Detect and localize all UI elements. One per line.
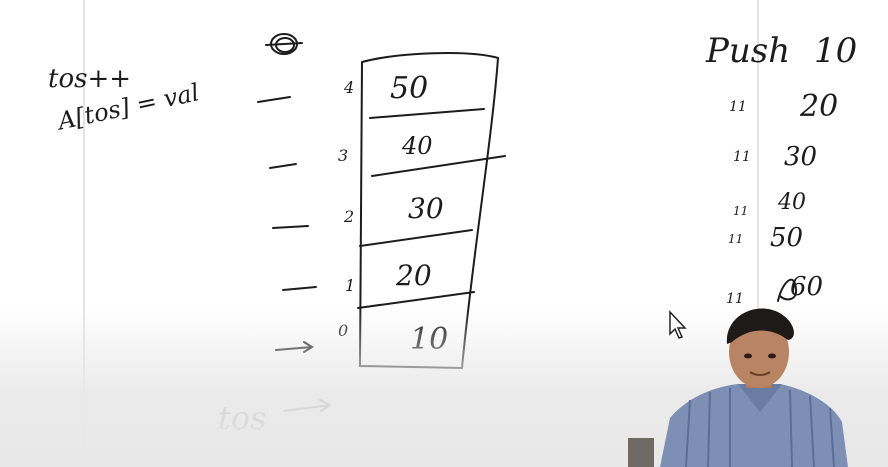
board-guide-line-right: [757, 0, 759, 467]
stack-index: 3: [338, 146, 349, 165]
stack-cell-value: 10: [410, 322, 449, 357]
push-row-val: 30: [784, 142, 818, 172]
stack-index: 0: [338, 321, 349, 340]
note-tos-increment: tos++: [48, 64, 132, 94]
tos-arrow: [283, 399, 332, 412]
push-row-val: 60: [790, 272, 824, 302]
push-row-val: 50: [770, 223, 804, 253]
push-row-val: 40: [778, 190, 806, 215]
push-row-op: 11: [726, 291, 744, 307]
board-guide-line-left: [83, 0, 85, 467]
stack-divider-4: [369, 108, 485, 119]
stack-divider-1: [357, 291, 475, 309]
scribble-circle-icon: [265, 33, 303, 55]
tick-2: [272, 225, 309, 229]
stack-cell-value: 30: [408, 192, 444, 225]
stack-cell-value: 20: [396, 259, 432, 292]
stack-index: 2: [344, 207, 355, 226]
stack-divider-2: [359, 229, 473, 247]
tick-0: [275, 341, 314, 353]
stack-cell-value: 40: [402, 132, 433, 160]
stack-index: 1: [345, 276, 356, 295]
stack-cell-value: 50: [390, 71, 429, 106]
tick-4: [257, 96, 291, 103]
tos-pointer-label: tos: [218, 399, 267, 437]
push-row-op: 11: [733, 204, 749, 218]
stack-divider-3: [371, 155, 506, 177]
push-header-op: Push: [706, 31, 791, 71]
push-header-val: 10: [814, 31, 858, 71]
mouse-pointer-icon: [669, 310, 687, 339]
tick-1: [282, 286, 317, 291]
push-row-op: 11: [728, 232, 744, 246]
push-row-op: 11: [733, 149, 751, 165]
tick-3: [269, 163, 297, 169]
stack-index: 4: [344, 78, 355, 97]
push-row-op: 11: [729, 99, 747, 115]
presenter-video: [628, 308, 848, 467]
push-row-val: 20: [800, 89, 839, 124]
